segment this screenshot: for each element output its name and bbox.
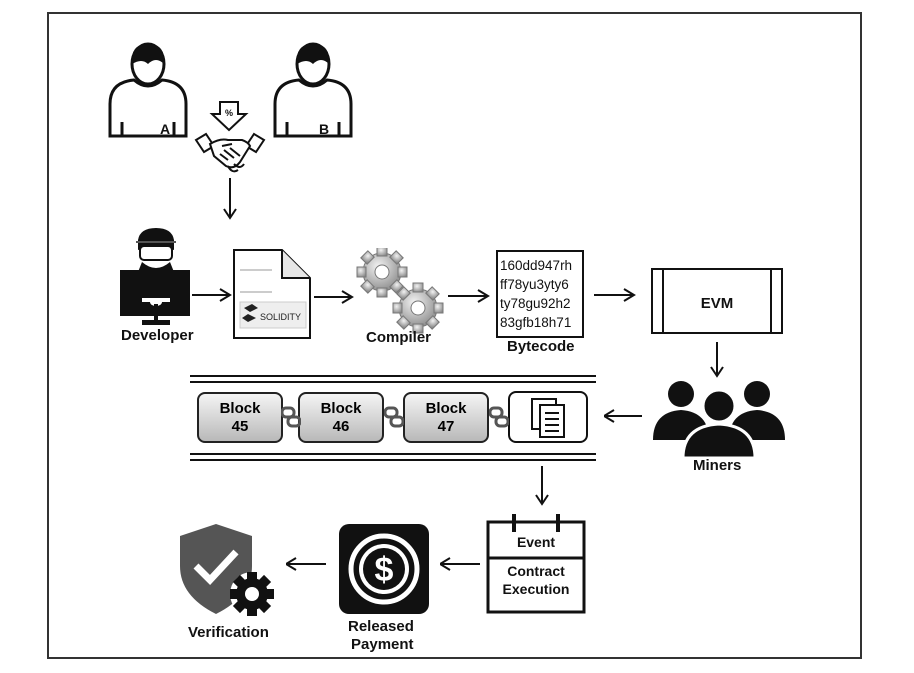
gear-icon	[230, 572, 274, 616]
block-word: Block	[219, 399, 261, 417]
block-47: Block 47	[403, 392, 489, 443]
block-number: 47	[437, 417, 455, 435]
payment-label-2: Payment	[351, 636, 414, 653]
dollar-symbol: $	[375, 551, 394, 589]
arrow-left-3	[286, 557, 326, 571]
arrow-right-4	[594, 288, 636, 302]
dollar-icon: $	[339, 524, 429, 614]
user-b-label: B	[319, 121, 329, 137]
block-word: Block	[425, 399, 467, 417]
bytecode-line: ty78gu92h2	[500, 296, 571, 311]
developer-label: Developer	[121, 327, 194, 344]
bytecode-line: ff78yu3yty6	[500, 277, 569, 292]
percent-symbol: %	[225, 108, 233, 118]
gears-icon	[356, 248, 444, 334]
block-number: 46	[332, 417, 350, 435]
arrow-down-1	[223, 178, 237, 220]
miners-icon	[653, 381, 785, 458]
arrow-right-1	[192, 288, 232, 302]
user-b-icon: B	[273, 42, 353, 138]
bytecode-box: 160dd947rh ff78yu3yty6 ty78gu92h2 83gfb1…	[496, 250, 584, 338]
block-word: Block	[320, 399, 362, 417]
compiler-label: Compiler	[366, 329, 432, 346]
event-line1: Contract	[507, 563, 565, 579]
arrow-down-3	[535, 466, 549, 506]
chain-link-icon	[489, 406, 509, 428]
bytecode-label: Bytecode	[507, 338, 575, 355]
block-number: 45	[231, 417, 249, 435]
arrow-right-2	[314, 290, 354, 304]
user-a-icon: A	[108, 42, 188, 138]
event-line2: Execution	[503, 581, 570, 597]
calendar-icon: Event Contract Execution	[486, 514, 586, 614]
arrow-right-3	[448, 289, 490, 303]
miners-label: Miners	[693, 457, 742, 474]
event-tag: Event	[517, 534, 555, 550]
payment-label-1: Released	[348, 618, 414, 635]
bytecode-line: 160dd947rh	[500, 258, 573, 273]
block-45: Block 45	[197, 392, 283, 443]
solidity-document-icon: SOLIDITY	[233, 249, 311, 339]
chain-link-icon	[281, 406, 301, 428]
arrow-down-2	[710, 342, 724, 378]
arrow-left-1	[604, 409, 642, 423]
documents-icon	[531, 398, 565, 438]
developer-icon	[120, 228, 190, 325]
arrow-left-2	[440, 557, 480, 571]
blockchain-rails	[190, 375, 596, 461]
verification-label: Verification	[188, 624, 269, 641]
bytecode-line: 83gfb18h71	[500, 315, 572, 330]
evm-box: EVM	[651, 268, 783, 334]
solidity-text: SOLIDITY	[260, 312, 301, 322]
shield-check-icon	[180, 524, 274, 616]
evm-label: EVM	[701, 295, 734, 312]
chain-link-icon	[384, 406, 404, 428]
block-46: Block 46	[298, 392, 384, 443]
handshake-icon: %	[194, 101, 266, 173]
user-a-label: A	[160, 121, 170, 137]
pending-block	[508, 391, 588, 443]
